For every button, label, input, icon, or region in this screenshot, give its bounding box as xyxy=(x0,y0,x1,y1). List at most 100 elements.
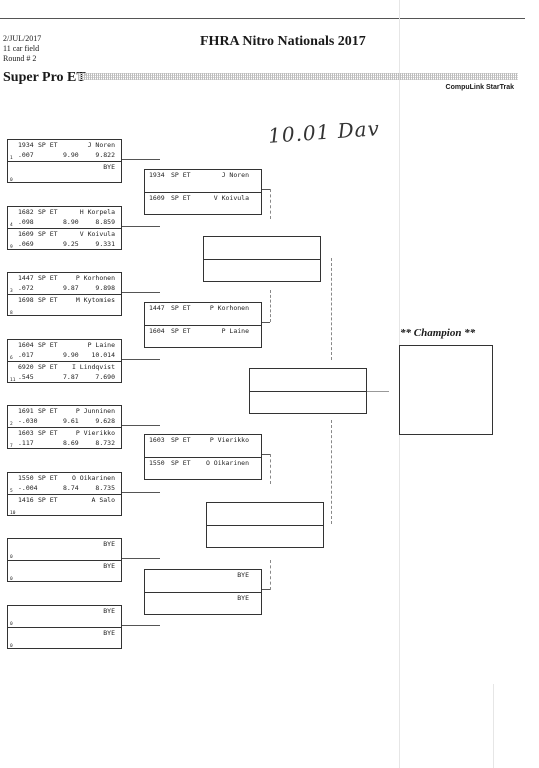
car-number: 1934 xyxy=(149,171,165,179)
driver-name: I Lindqvist xyxy=(71,363,115,371)
driver-name: BYE xyxy=(103,540,115,548)
racer-row: 1603 SP ET P Vierikko xyxy=(8,429,121,438)
driver-name: J Noren xyxy=(87,141,115,149)
event-info: 2/JUL/2017 11 car field Round # 2 xyxy=(3,34,41,64)
reaction-time: .117 xyxy=(18,439,34,447)
bracket-connector xyxy=(160,292,161,359)
car-class: SP ET xyxy=(171,194,191,202)
bracket-connector xyxy=(122,226,160,227)
handwritten-note: 10.01 Dav xyxy=(267,116,381,148)
bracket-connector xyxy=(270,290,271,322)
lane-number: 1 xyxy=(10,156,13,161)
car-class: SP ET xyxy=(38,429,58,437)
timing-row: 8 xyxy=(8,306,121,316)
car-class: SP ET xyxy=(171,459,191,467)
car-number: 1604 xyxy=(149,327,165,335)
car-class: SP ET xyxy=(171,436,191,444)
driver-name: P Laine xyxy=(221,327,249,335)
reaction-time: .545 xyxy=(18,373,34,381)
car-number: 1698 xyxy=(18,296,34,304)
car-class: SP ET xyxy=(38,496,58,504)
header-rule xyxy=(0,18,525,19)
car-number: 1550 xyxy=(18,474,34,482)
bracket-connector xyxy=(122,558,160,559)
champion-box xyxy=(399,345,493,435)
car-class: SP ET xyxy=(171,304,191,312)
bracket-connector xyxy=(262,454,270,455)
racer-lane: BYE xyxy=(145,570,261,593)
lane-number: 6 xyxy=(10,356,13,361)
driver-name: A Salo xyxy=(91,496,115,504)
racer-row: BYE xyxy=(8,540,121,549)
driver-name: BYE xyxy=(103,562,115,570)
bracket-connector xyxy=(122,292,160,293)
racer-row: BYE xyxy=(8,562,121,571)
driver-name: P Korhonen xyxy=(75,274,115,282)
dotted-rule xyxy=(78,73,518,80)
car-class: SP ET xyxy=(38,474,58,482)
driver-name: P Laine xyxy=(87,341,115,349)
elapsed-time: 8.732 xyxy=(95,439,115,447)
lane-number: 3 xyxy=(10,289,13,294)
car-number: 1603 xyxy=(149,436,165,444)
elapsed-time: 9.331 xyxy=(95,240,115,248)
class-name: Super Pro ET xyxy=(3,70,86,85)
semifinal-matchup xyxy=(203,236,321,282)
final-matchup xyxy=(249,368,367,414)
racer-lane xyxy=(207,503,323,526)
dial-in: 9.61 xyxy=(63,417,79,425)
car-number: 1934 xyxy=(18,141,34,149)
bracket-connector xyxy=(160,159,161,226)
lane-number: 0 xyxy=(10,622,13,627)
brand-label: CompuLink StarTrak xyxy=(445,84,514,91)
dial-in: 9.90 xyxy=(63,151,79,159)
timing-row: 0 xyxy=(8,639,121,649)
timing-row: 10 xyxy=(8,506,121,516)
car-class: SP ET xyxy=(38,208,58,216)
lane-number: 7 xyxy=(10,444,13,449)
driver-name: P Korhonen xyxy=(209,304,249,312)
car-number: 1604 xyxy=(18,341,34,349)
bracket-connector xyxy=(122,159,160,160)
page-title: FHRA Nitro Nationals 2017 xyxy=(200,34,366,49)
car-class: SP ET xyxy=(38,296,58,304)
elapsed-time: 7.690 xyxy=(95,373,115,381)
racer-lane xyxy=(250,369,366,392)
bracket-connector xyxy=(262,322,270,323)
lane-number: 11 xyxy=(10,378,16,383)
car-class: SP ET xyxy=(171,171,191,179)
car-number: 1447 xyxy=(18,274,34,282)
driver-name: BYE xyxy=(237,594,249,602)
driver-name: BYE xyxy=(103,163,115,171)
car-number: 1603 xyxy=(18,429,34,437)
bracket-connector xyxy=(331,420,332,524)
timing-row: 7 .117 8.69 8.732 xyxy=(8,439,121,449)
car-number: 1609 xyxy=(18,230,34,238)
dial-in: 8.69 xyxy=(63,439,79,447)
driver-name: P Vierikko xyxy=(75,429,115,437)
car-number: 6920 xyxy=(18,363,34,371)
bracket-connector xyxy=(367,391,389,392)
